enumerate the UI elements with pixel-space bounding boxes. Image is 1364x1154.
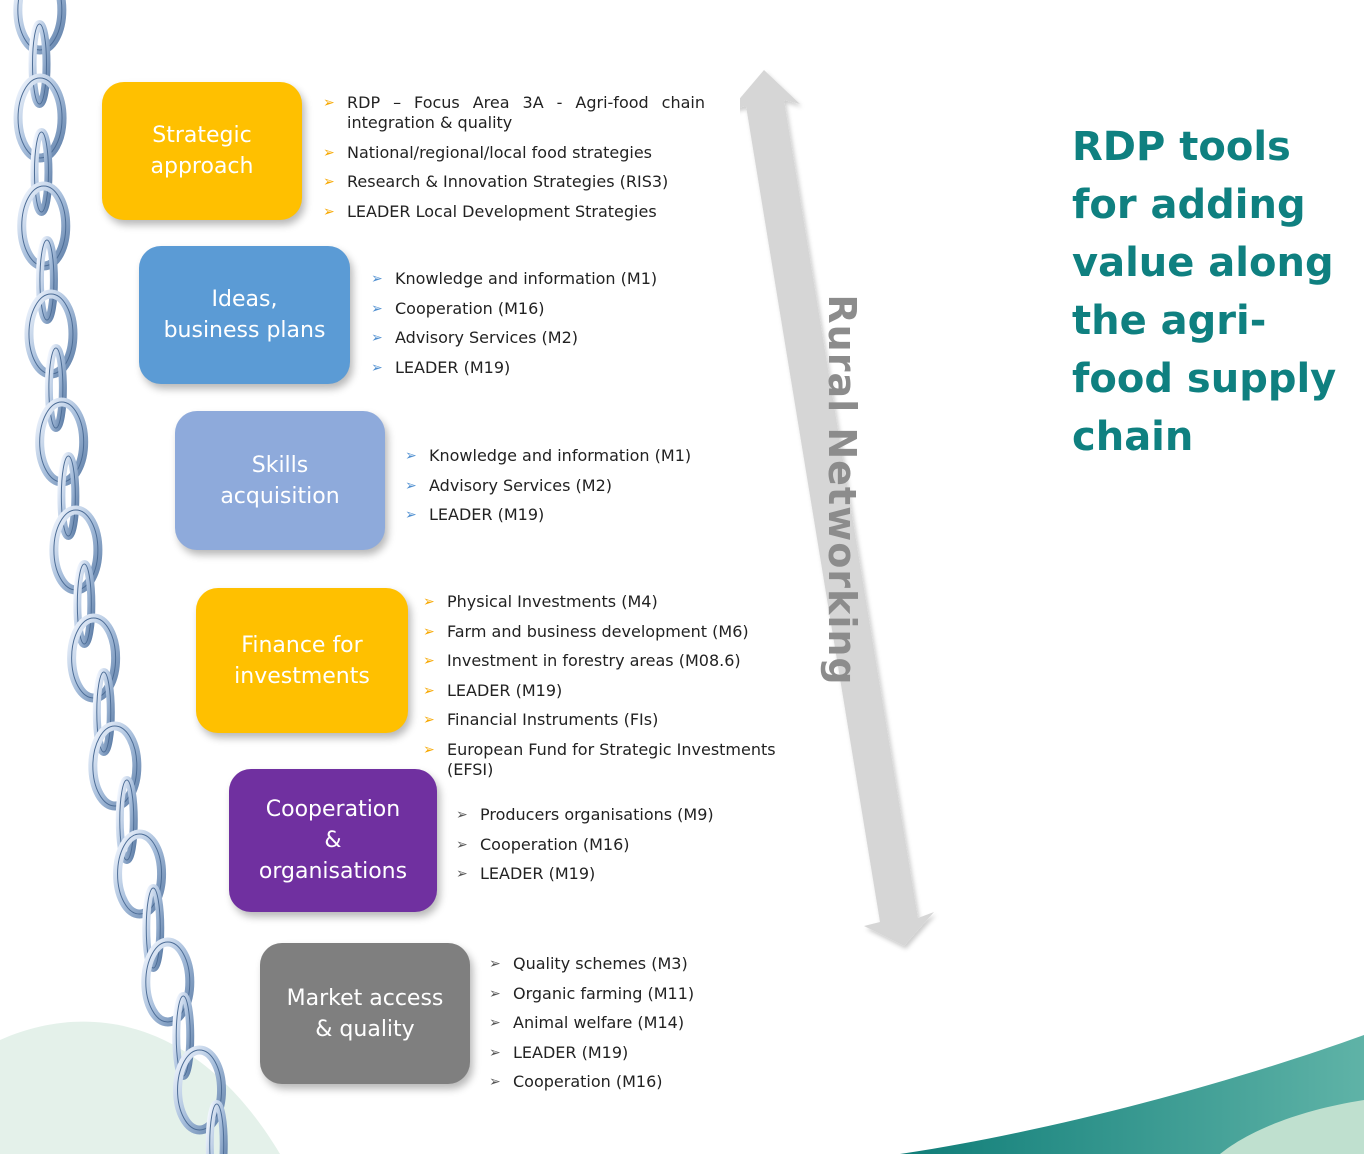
chain-illustration xyxy=(13,0,228,1154)
chain-link xyxy=(205,1100,228,1154)
list-item: ➢Research & Innovation Strategies (RIS3) xyxy=(323,172,669,191)
list-item: ➢RDP – Focus Area 3A - Agri-food chain i… xyxy=(323,93,705,132)
arrow-bullet-icon: ➢ xyxy=(456,836,468,853)
arrow-bullet-icon: ➢ xyxy=(423,712,435,728)
chain-link xyxy=(88,721,142,811)
chain-link xyxy=(92,668,115,756)
arrow-bullet-icon: ➢ xyxy=(323,203,335,220)
list-item: ➢Financial Instruments (FIs) xyxy=(423,710,659,729)
list-item: ➢Farm and business development (M6) xyxy=(423,621,749,641)
arrow-bullet-icon: ➢ xyxy=(423,653,435,669)
chain-link xyxy=(115,776,138,864)
arrow-bullet-icon: ➢ xyxy=(456,866,468,882)
chain-link xyxy=(35,236,58,324)
list-item: ➢LEADER (M19) xyxy=(456,864,596,883)
arrow-bullet-icon: ➢ xyxy=(456,807,468,823)
arrow-bullet-icon: ➢ xyxy=(323,144,335,161)
arrow-bullet-icon: ➢ xyxy=(423,682,435,699)
arrow-bullet-icon: ➢ xyxy=(489,1074,501,1090)
list-item: ➢Knowledge and information (M1) xyxy=(405,446,692,465)
list-item: ➢Cooperation (M16) xyxy=(371,298,545,318)
chain-link xyxy=(173,1045,227,1135)
list-item: ➢Producers organisations (M9) xyxy=(456,805,714,824)
card-strategic-approach: Strategic approach xyxy=(102,82,302,220)
chain-link xyxy=(141,937,195,1027)
list-item: ➢Investment in forestry areas (M08.6) xyxy=(423,651,741,670)
ideas-business-plans-list: ➢Knowledge and information (M1) ➢Coopera… xyxy=(371,269,751,387)
chain-link xyxy=(13,0,67,55)
list-item: ➢Cooperation (M16) xyxy=(456,834,630,854)
double-arrow-icon xyxy=(740,70,934,946)
card-finance-investments: Finance for investments xyxy=(196,588,408,733)
list-item: ➢National/regional/local food strategies xyxy=(323,142,653,162)
rural-networking-label: Rural Networking xyxy=(820,294,864,686)
arrow-bullet-icon: ➢ xyxy=(323,174,335,190)
arrow-bullet-icon: ➢ xyxy=(371,359,383,376)
chain-link xyxy=(28,20,51,108)
arrow-bullet-icon: ➢ xyxy=(405,448,417,464)
list-item: ➢Cooperation (M16) xyxy=(489,1072,663,1091)
list-item: ➢Advisory Services (M2) xyxy=(371,328,579,347)
chain-link xyxy=(73,560,96,648)
cooperation-organisations-list: ➢Producers organisations (M9) ➢Cooperati… xyxy=(456,805,776,894)
chain-link xyxy=(44,344,67,432)
list-item: ➢Organic farming (M11) xyxy=(489,983,695,1003)
arrow-bullet-icon: ➢ xyxy=(489,1044,501,1061)
arrow-bullet-icon: ➢ xyxy=(371,330,383,346)
market-access-quality-list: ➢Quality schemes (M3) ➢Organic farming (… xyxy=(489,954,789,1102)
list-item: ➢Knowledge and information (M1) xyxy=(371,269,658,288)
arrow-bullet-icon: ➢ xyxy=(489,956,501,972)
chain-link xyxy=(113,829,167,919)
list-item: ➢LEADER (M19) xyxy=(405,505,545,524)
skills-acquisition-list: ➢Knowledge and information (M1) ➢Advisor… xyxy=(405,446,697,535)
list-item: ➢LEADER (M19) xyxy=(371,357,511,377)
chain-link xyxy=(57,452,80,540)
list-item: ➢European Fund for Strategic Investments… xyxy=(423,739,776,779)
strategic-approach-list: ➢RDP – Focus Area 3A - Agri-food chain i… xyxy=(323,93,705,231)
card-skills-acquisition: Skills acquisition xyxy=(175,411,385,550)
arrow-bullet-icon: ➢ xyxy=(489,985,501,1002)
finance-investments-list: ➢Physical Investments (M4) ➢Farm and bus… xyxy=(423,592,795,789)
list-item: ➢Advisory Services (M2) xyxy=(405,475,613,495)
list-item: ➢Animal welfare (M14) xyxy=(489,1013,685,1032)
chain-link xyxy=(13,73,67,163)
list-item: ➢LEADER (M19) xyxy=(423,680,563,700)
chain-link xyxy=(142,884,165,972)
list-item: ➢Quality schemes (M3) xyxy=(489,954,688,973)
chain-link xyxy=(30,128,53,216)
card-market-access-quality: Market access & quality xyxy=(260,943,470,1084)
list-item: ➢Physical Investments (M4) xyxy=(423,592,658,611)
list-item: ➢LEADER Local Development Strategies xyxy=(323,201,657,221)
arrow-bullet-icon: ➢ xyxy=(371,271,383,287)
arrow-bullet-icon: ➢ xyxy=(371,300,383,317)
arrow-bullet-icon: ➢ xyxy=(405,507,417,523)
arrow-bullet-icon: ➢ xyxy=(423,741,435,758)
arrow-bullet-icon: ➢ xyxy=(423,623,435,640)
arrow-bullet-icon: ➢ xyxy=(489,1015,501,1031)
card-cooperation-organisations: Cooperation & organisations xyxy=(229,769,437,912)
list-item: ➢LEADER (M19) xyxy=(489,1042,629,1062)
arrow-bullet-icon: ➢ xyxy=(405,477,417,494)
card-ideas-business-plans: Ideas, business plans xyxy=(139,246,350,384)
arrow-bullet-icon: ➢ xyxy=(323,95,335,111)
page-title: RDP tools for adding value along the agr… xyxy=(1072,124,1337,460)
arrow-bullet-icon: ➢ xyxy=(423,594,435,610)
